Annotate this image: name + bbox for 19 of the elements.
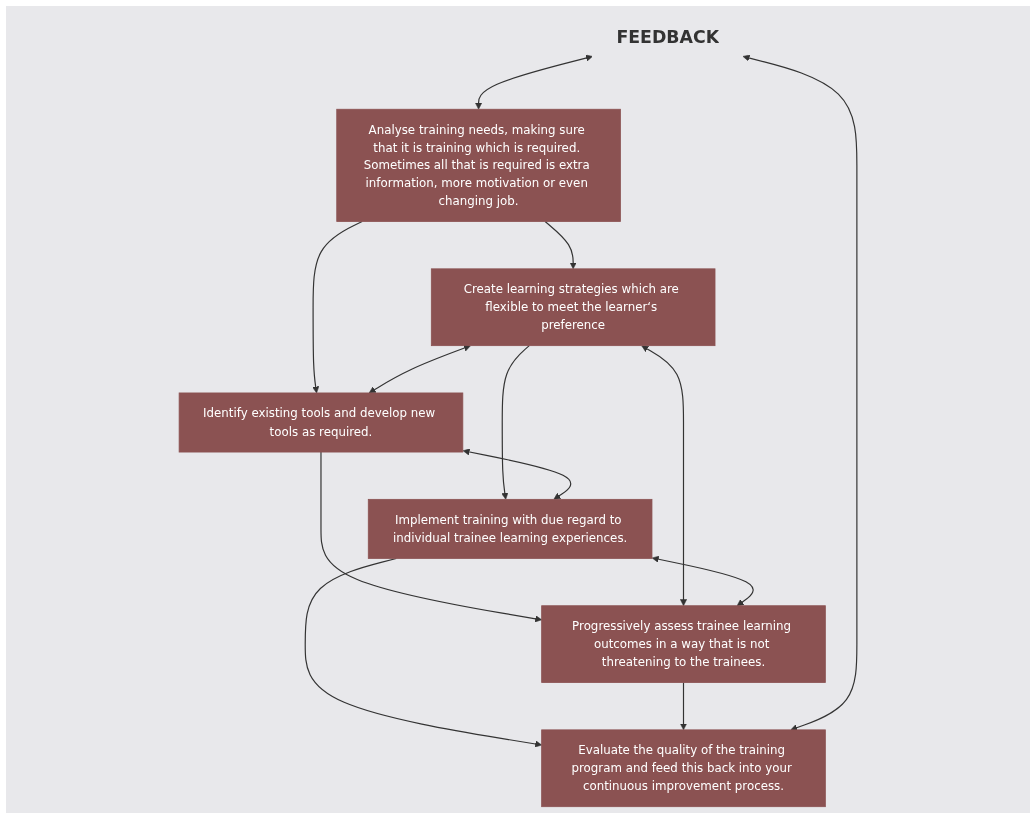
- arrow: [304, 557, 542, 748]
- arrow: [680, 682, 687, 731]
- node-box: Progressively assess trainee learning outcomes in a way that is not threatening to the trainees.: [541, 605, 826, 683]
- node-box: Implement training with due regard to individual trainee learning experiences.: [367, 498, 653, 559]
- node-box: Analyse training needs, making sure that it is training which is required. Sometimes all that is required is extra information, more motivation or even changing job.: [336, 108, 621, 222]
- arrow: [312, 220, 363, 394]
- arrow: [501, 345, 530, 500]
- arrow: [742, 54, 858, 731]
- node-box: Evaluate the quality of the training program and feed this back into your continuous improvement process.: [541, 729, 826, 808]
- arrow: [475, 54, 593, 110]
- arrow: [320, 451, 542, 623]
- node-box: Create learning strategies which are flexible to meet the learner‘s preference: [430, 268, 716, 347]
- arrow: [641, 345, 687, 607]
- arrow: [462, 448, 572, 500]
- node-box: Identify existing tools and develop new tools as required.: [178, 392, 464, 453]
- arrow: [651, 555, 754, 607]
- arrow: [544, 220, 577, 270]
- node-text: FEEDBACK: [616, 27, 720, 47]
- arrow: [368, 344, 471, 394]
